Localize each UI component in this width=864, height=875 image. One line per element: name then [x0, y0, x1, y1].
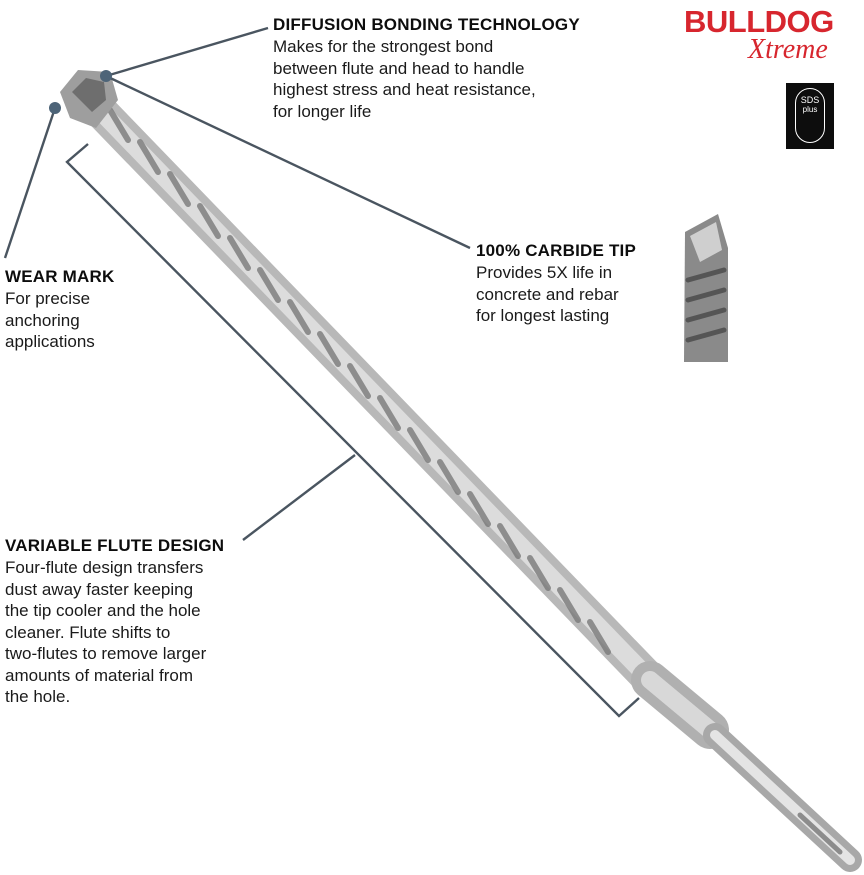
callout-carbide-tip: 100% CARBIDE TIP Provides 5X life in con… [476, 240, 676, 327]
wear-mark-marker-dot [49, 102, 61, 114]
diffusion-marker-dot [100, 70, 112, 82]
callout-title: WEAR MARK [5, 267, 115, 286]
callout-wear-mark: WEAR MARK For precise anchoring applicat… [5, 266, 165, 353]
logo-text-bulldog: BULLDOG [684, 4, 834, 39]
callout-variable-flute: VARIABLE FLUTE DESIGN Four-flute design … [5, 535, 265, 708]
callout-diffusion-bonding: DIFFUSION BONDING TECHNOLOGY Makes for t… [273, 14, 633, 122]
sds-badge-line2: plus [802, 105, 818, 114]
leader-lines [3, 26, 640, 718]
callout-body: Four-flute design transfers dust away fa… [5, 558, 207, 706]
sds-plus-icon: SDS plus [795, 88, 825, 143]
callout-body: Makes for the strongest bond between flu… [273, 37, 536, 121]
logo-text-xtreme: Xtreme [748, 34, 828, 65]
callout-title: DIFFUSION BONDING TECHNOLOGY [273, 15, 580, 34]
callout-body: Provides 5X life in concrete and rebar f… [476, 263, 619, 325]
callout-body: For precise anchoring applications [5, 289, 95, 351]
drill-flute-body [60, 70, 677, 707]
carbide-tip-inset-image [684, 214, 728, 362]
callout-title: VARIABLE FLUTE DESIGN [5, 536, 225, 555]
bulldog-xtreme-logo: BULLDOG Xtreme [684, 4, 860, 70]
drill-shank [631, 661, 862, 872]
callout-title: 100% CARBIDE TIP [476, 241, 637, 260]
sds-badge-line1: SDS [800, 95, 820, 105]
sds-plus-badge: SDS plus [786, 83, 834, 149]
